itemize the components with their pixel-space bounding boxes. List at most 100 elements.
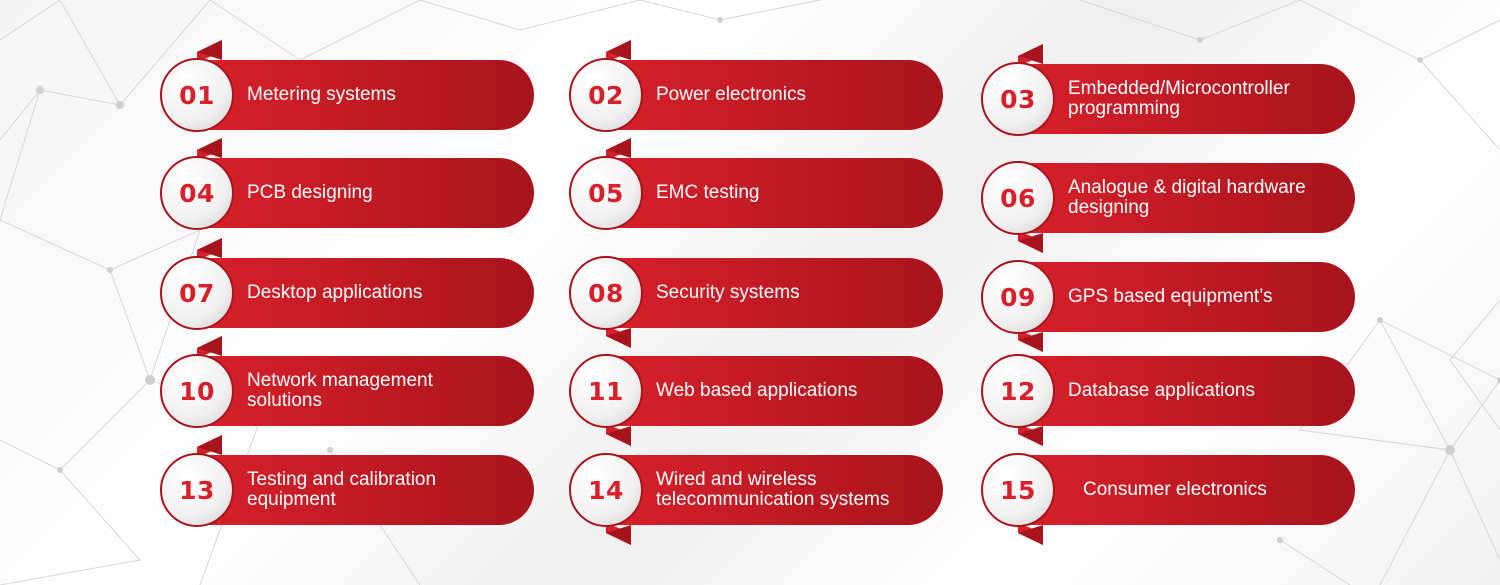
number-badge-bg	[981, 260, 1055, 334]
label-band	[197, 356, 534, 426]
item-label: Wired and wireless telecommunication sys…	[656, 469, 890, 510]
service-item-13: 13 Testing and calibration equipment	[160, 435, 562, 545]
ribbon-shape	[569, 256, 943, 348]
arrow-tail	[1018, 332, 1043, 352]
item-label: Security systems	[656, 282, 800, 303]
service-item-10: 10 Network management solutions	[160, 336, 562, 446]
label-band	[606, 455, 943, 525]
number-badge-bg	[160, 453, 234, 527]
service-item-09: 09 GPS based equipment’s	[981, 242, 1383, 352]
label-band	[197, 455, 534, 525]
label-band	[606, 356, 943, 426]
item-label: Desktop applications	[247, 282, 423, 303]
ribbon-shape	[569, 354, 943, 446]
arrow-tail	[1018, 44, 1043, 64]
item-number: 03	[1000, 84, 1036, 114]
arrow-tail	[197, 435, 222, 455]
ribbon-shape	[160, 238, 534, 330]
item-number: 09	[1000, 282, 1036, 312]
label-band	[1018, 64, 1355, 134]
label-band	[1018, 163, 1355, 233]
number-badge-bg	[569, 354, 643, 428]
arrow-tail	[197, 138, 222, 158]
number-badge-bg	[569, 156, 643, 230]
number-badge-bg	[981, 453, 1055, 527]
item-label: Metering systems	[247, 84, 396, 105]
arrow-tail	[197, 238, 222, 258]
label-band	[1018, 262, 1355, 332]
number-badge-bg	[160, 354, 234, 428]
arrow-tail	[606, 138, 631, 158]
arrow-tail	[197, 336, 222, 356]
ribbon-shape	[569, 138, 943, 230]
number-badge-bg	[981, 354, 1055, 428]
number-badge-bg	[981, 62, 1055, 136]
item-label: PCB designing	[247, 182, 373, 203]
item-label: Testing and calibration equipment	[247, 469, 437, 510]
ribbon-shape	[569, 40, 943, 132]
service-item-08: 08 Security systems	[569, 238, 971, 348]
item-label: GPS based equipment’s	[1068, 286, 1273, 307]
item-number: 10	[179, 376, 215, 406]
label-band	[606, 258, 943, 328]
number-badge-bg	[981, 161, 1055, 235]
item-label: Power electronics	[656, 84, 806, 105]
item-label: Analogue & digital hardware designing	[1068, 177, 1306, 218]
label-band	[1018, 356, 1355, 426]
item-number: 15	[1000, 475, 1036, 505]
service-item-05: 05 EMC testing	[569, 138, 971, 248]
number-badge-bg	[569, 256, 643, 330]
label-band	[1018, 455, 1355, 525]
item-number: 02	[588, 80, 624, 110]
label-band	[197, 158, 534, 228]
service-item-06: 06 Analogue & digital hardware designing	[981, 143, 1383, 253]
arrow-tail	[606, 328, 631, 348]
arrow-tail	[197, 40, 222, 60]
label-band	[606, 60, 943, 130]
item-number: 11	[588, 376, 624, 406]
arrow-tail	[606, 40, 631, 60]
number-badge-bg	[160, 256, 234, 330]
ribbon-shape	[160, 435, 534, 527]
ribbon-shape	[160, 336, 534, 428]
arrow-tail	[1018, 525, 1043, 545]
label-band	[606, 158, 943, 228]
item-label: EMC testing	[656, 182, 760, 203]
item-number: 05	[588, 178, 624, 208]
number-badge-bg	[569, 453, 643, 527]
arrow-tail	[1018, 426, 1043, 446]
ribbon-shape	[981, 453, 1355, 545]
number-badge-bg	[160, 156, 234, 230]
service-item-15: 15 Consumer electronics	[981, 435, 1383, 545]
ribbon-shape	[981, 44, 1355, 136]
ribbon-shape	[569, 453, 943, 545]
item-number: 07	[179, 278, 215, 308]
item-number: 04	[179, 178, 215, 208]
item-label: Network management solutions	[247, 370, 433, 411]
number-badge-bg	[160, 58, 234, 132]
label-band	[197, 258, 534, 328]
number-badge-bg	[569, 58, 643, 132]
item-number: 06	[1000, 183, 1036, 213]
ribbon-shape	[981, 161, 1355, 253]
item-label: Database applications	[1068, 380, 1255, 401]
label-band	[197, 60, 534, 130]
service-item-02: 02 Power electronics	[569, 40, 971, 150]
item-number: 13	[179, 475, 215, 505]
item-label: Consumer electronics	[1083, 479, 1267, 500]
item-number: 14	[588, 475, 624, 505]
item-number: 12	[1000, 376, 1036, 406]
arrow-tail	[1018, 233, 1043, 253]
service-item-14: 14 Wired and wireless telecommunication s…	[569, 435, 971, 545]
item-number: 08	[588, 278, 624, 308]
ribbon-shape	[981, 354, 1355, 446]
ribbon-shape	[981, 260, 1355, 352]
ribbon-shape	[160, 40, 534, 132]
service-item-04: 04 PCB designing	[160, 138, 562, 248]
arrow-tail	[606, 525, 631, 545]
ribbon-shape	[160, 138, 534, 230]
